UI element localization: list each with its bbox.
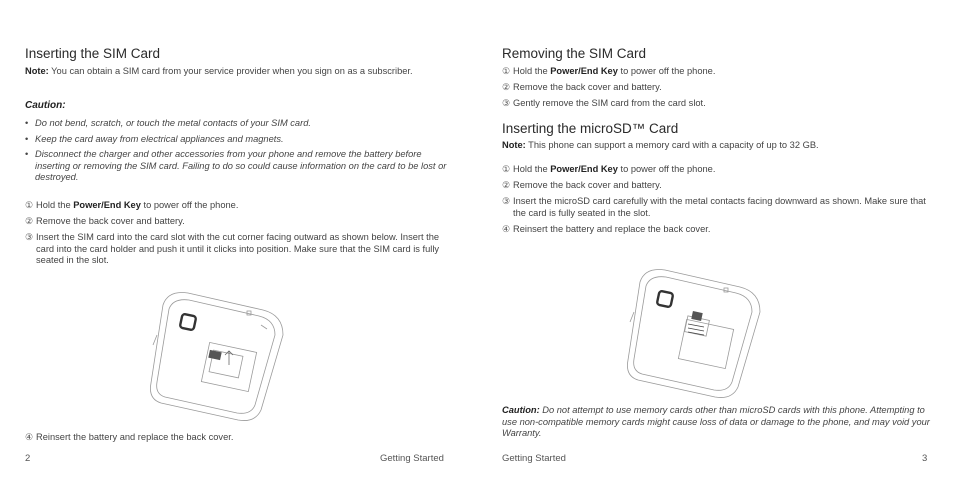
- step-number: ③: [502, 98, 511, 109]
- step-text: to power off the phone.: [617, 66, 716, 76]
- step-number: ①: [502, 164, 511, 174]
- caution-text: Do not attempt to use memory cards other…: [502, 405, 930, 438]
- step-number: ②: [502, 180, 511, 191]
- step-text: Gently remove the SIM card from the card…: [513, 98, 706, 109]
- step-number: ②: [502, 82, 511, 93]
- sim-note: Note: You can obtain a SIM card from you…: [25, 66, 445, 78]
- step-text: Hold the: [513, 164, 551, 174]
- step-text: Remove the back cover and battery.: [513, 82, 662, 93]
- note-text: You can obtain a SIM card from your serv…: [48, 66, 413, 76]
- microsd-note: Note: This phone can support a memory ca…: [502, 140, 932, 152]
- step-item: ① Hold the Power/End Key to power off th…: [502, 66, 932, 77]
- step-item: ① Hold the Power/End Key to power off th…: [502, 164, 932, 175]
- power-end-key-label: Power/End Key: [73, 200, 141, 210]
- step-item-4: ④ Reinsert the battery and replace the b…: [25, 432, 455, 444]
- step-item: ② Remove the back cover and battery.: [502, 180, 932, 191]
- caution-heading: Caution:: [25, 100, 66, 111]
- footer-section-title: Getting Started: [380, 453, 444, 464]
- step-text: Remove the back cover and battery.: [513, 180, 662, 191]
- caution-label: Caution:: [502, 405, 540, 415]
- phone-sim-illustration: [150, 292, 284, 421]
- step-text: Reinsert the battery and replace the bac…: [36, 432, 234, 442]
- step-text: Insert the microSD card carefully with t…: [513, 196, 926, 218]
- section-title-inserting-sim: Inserting the SIM Card: [25, 46, 161, 61]
- section-title-removing-sim: Removing the SIM Card: [502, 46, 647, 61]
- step-text: Hold the: [513, 66, 551, 76]
- note-label: Note:: [502, 140, 526, 150]
- step-item: ③ Gently remove the SIM card from the ca…: [502, 98, 932, 109]
- step-item: ② Remove the back cover and battery.: [502, 82, 932, 93]
- step-item: ③ Insert the microSD card carefully with…: [502, 196, 932, 218]
- caution-list: Do not bend, scratch, or touch the metal…: [25, 118, 455, 188]
- step-number: ④: [25, 432, 34, 442]
- sim-steps: ① Hold the Power/End Key to power off th…: [25, 200, 455, 271]
- step-text: Reinsert the battery and replace the bac…: [513, 223, 711, 234]
- microsd-caution: Caution: Do not attempt to use memory ca…: [502, 405, 932, 440]
- step-number: ③: [502, 196, 511, 207]
- step-number: ④: [502, 223, 511, 234]
- note-text: This phone can support a memory card wit…: [525, 140, 819, 150]
- caution-item: Disconnect the charger and other accesso…: [25, 149, 455, 184]
- step-number: ③: [25, 232, 34, 243]
- right-page: Removing the SIM Card ① Hold the Power/E…: [502, 0, 932, 477]
- footer-section-title: Getting Started: [502, 453, 566, 464]
- caution-item: Keep the card away from electrical appli…: [25, 134, 455, 146]
- step-text: Hold the: [36, 200, 74, 210]
- section-title-inserting-microsd: Inserting the microSD™ Card: [502, 121, 679, 136]
- step-item: ④ Reinsert the battery and replace the b…: [502, 224, 932, 235]
- step-item: ① Hold the Power/End Key to power off th…: [25, 200, 455, 211]
- step-text: Insert the SIM card into the card slot w…: [36, 232, 440, 265]
- remove-sim-steps: ① Hold the Power/End Key to power off th…: [502, 66, 932, 115]
- step-number: ②: [25, 216, 34, 227]
- step-number: ①: [502, 66, 511, 76]
- note-label: Note:: [25, 66, 49, 76]
- power-end-key-label: Power/End Key: [550, 164, 618, 174]
- step-text: Remove the back cover and battery.: [36, 216, 185, 227]
- phone-microsd-illustration: [627, 269, 761, 398]
- page-number: 2: [25, 453, 31, 464]
- step-number: ①: [25, 200, 34, 210]
- left-page: Inserting the SIM Card Note: You can obt…: [25, 0, 455, 477]
- step-text: to power off the phone.: [617, 164, 716, 174]
- step-text: to power off the phone.: [140, 200, 239, 210]
- page-number: 3: [922, 453, 928, 464]
- step-item: ② Remove the back cover and battery.: [25, 216, 455, 227]
- caution-item: Do not bend, scratch, or touch the metal…: [25, 118, 455, 130]
- microsd-steps: ① Hold the Power/End Key to power off th…: [502, 164, 932, 240]
- power-end-key-label: Power/End Key: [550, 66, 618, 76]
- step-item: ③ Insert the SIM card into the card slot…: [25, 232, 455, 266]
